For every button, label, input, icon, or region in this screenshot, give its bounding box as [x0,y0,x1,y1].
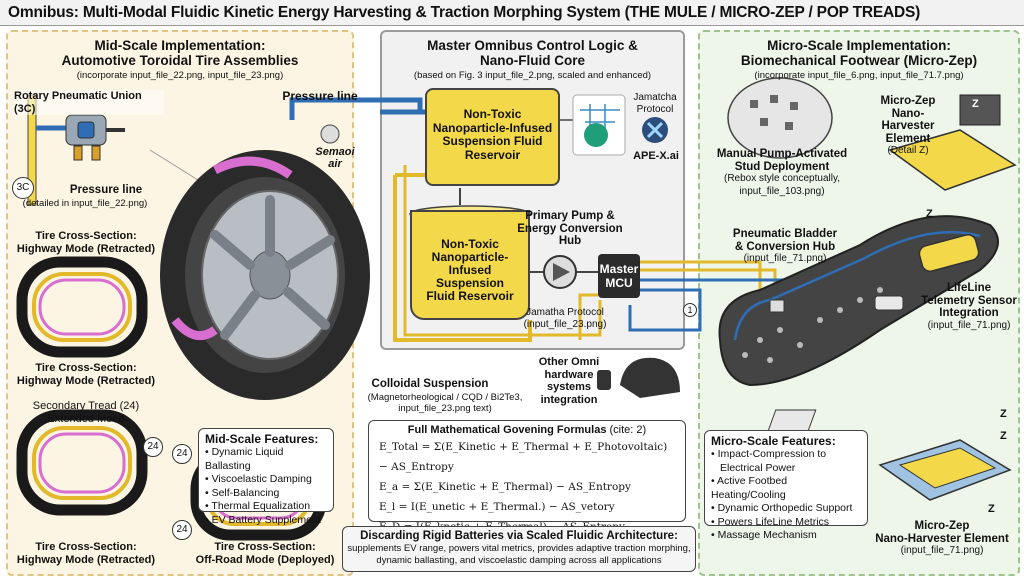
mid-scale-features: Mid-Scale Features: Dynamic Liquid Balla… [198,428,334,526]
control-heading: Master Omnibus Control Logic &Nano-Fluid… [427,38,638,68]
z-label-4: Z [1000,430,1007,442]
cross-section-1: Tire Cross-Section:Highway Mode (Retract… [16,230,156,255]
formula-l: E_l = I(E_unetic + E_Thermal.) − AS_veto… [379,501,615,513]
mid-scale-sub: (incorporate input_file_22.png, input_fi… [76,70,284,81]
discard-title: Discarding Rigid Batteries via Scaled Fl… [360,530,678,542]
label-1: 1 [683,303,697,317]
bladder-label: Pneumatic Bladder& Conversion Hub (input… [732,228,838,264]
cross-section-4: Tire Cross-Section:Off-Road Mode (Deploy… [195,541,335,566]
discard-line-a: supplements EV range, powers vital metri… [347,543,691,554]
colloidal-sub: (Magnetorheological / CQD / Bi2Te3,input… [367,392,523,414]
micro-scale-sub: (incorporate input_file_6.png, input_fil… [754,70,964,81]
control-sub: (based on Fig. 3 input_file_2.png, scale… [413,70,652,81]
micro-scale-features: Micro-Scale Features: • Impact-Compressi… [704,430,868,541]
label-24-b: 24 [172,444,192,464]
label-24-c: 24 [172,520,192,540]
z-label-2: Z [926,208,933,220]
micro-feature-item: • Powers LifeLine Metrics [711,515,830,528]
formula-a: E_a = Σ(E_Kinetic + E_Thermal) − AS_Entr… [379,481,631,493]
formulas-box: Full Mathematical Govening Formulas (cit… [368,420,686,533]
micro-features-title: Micro-Scale Features: [711,434,836,448]
cross-section-3: Tire Cross-Section:Highway Mode (Retract… [16,541,156,566]
discard-line-b: dynamic ballasting, and viscoelastic dam… [376,554,662,566]
rotary-label: Rotary Pneumatic Union (3C) [14,90,164,115]
mid-scale-heading: Mid-Scale Implementation:Automotive Toro… [61,38,299,68]
discard-box: Discarding Rigid Batteries via Scaled Fl… [342,526,696,572]
cross-section-2: Tire Cross-Section:Highway Mode (Retract… [16,362,156,387]
formula-total: E_Total = Σ(E_Kinetic + E_Thermal + E_Ph… [379,441,668,473]
z-label-1: Z [972,98,979,110]
micro-scale-heading: Micro-Scale Implementation:Biomechanical… [740,38,978,68]
pressure-line-left: Pressure line [69,184,143,196]
pressure-detail: (detailed in input_file_22.png) [22,198,148,209]
formulas-title: Full Mathematical Govening Formulas [407,424,607,436]
z-label-3: Z [1000,408,1007,420]
mid-feature-item: Dynamic Liquid Ballasting [205,446,327,473]
micro-feature-item: • Active Footbed Heating/Cooling [711,475,788,501]
ape-label: APE-X.ai [633,150,679,162]
mid-feature-item: Self-Balancing [205,487,327,501]
formulas-cite: (cite: 2) [609,424,647,436]
jamatha-protocol: Jamatha Protocol(input_file_23.png) [523,307,607,330]
micro-feature-item: • Impact-Compression to [711,448,827,460]
pressure-line-center: Pressure line [282,89,358,103]
z-label-5: Z [988,503,995,515]
secondary-tread: Secondary Tread (24)Extended Moed [32,400,140,425]
label-24-a: 24 [143,437,163,457]
mid-feature-item: Thermal Equalization [205,500,327,514]
micro-feature-item: • Dynamic Orthopedic Support [711,502,853,514]
mid-feature-item: Viscoelastic Damping [205,473,327,487]
micro-feature-item: Electrical Power [720,461,796,474]
micro-feature-item: • Massage Mechanism [711,529,817,541]
page-title: Omnibus: Multi-Modal Fluidic Kinetic Ene… [0,0,1024,26]
mid-feature-item: EV Battery Supplement [205,514,327,528]
label-3c: 3C [12,177,34,199]
mid-features-title: Mid-Scale Features: [205,432,319,446]
colloidal-title: Colloidal Suspension [371,378,489,390]
